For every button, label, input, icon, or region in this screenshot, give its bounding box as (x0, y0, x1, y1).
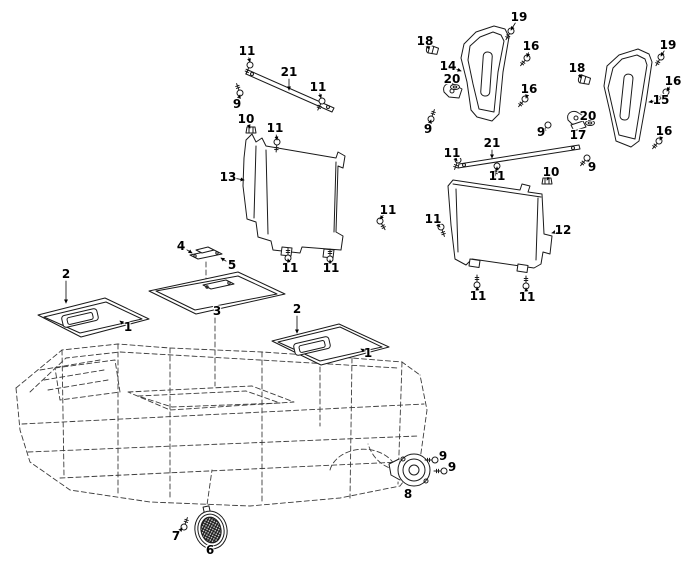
mat-part-3 (148, 271, 286, 315)
pillar-panel-15 (603, 48, 653, 148)
chassis-outline (15, 261, 428, 513)
screw-part-11 (522, 275, 530, 290)
pillar-panel-14 (460, 25, 510, 122)
side-panel-12 (447, 179, 553, 273)
screw-part-11 (491, 162, 501, 177)
housing-part-8 (388, 453, 431, 487)
screw-part-19 (652, 52, 666, 68)
floor-panel-1-right (271, 323, 390, 366)
screw-part-16 (515, 94, 530, 110)
clip-part-10 (541, 177, 553, 185)
bracket-parts-4-5 (189, 246, 223, 260)
plate-part-17 (570, 120, 587, 132)
washer-part-20 (585, 120, 595, 126)
clip-part-10 (245, 126, 257, 134)
screw-part-9 (577, 153, 592, 169)
hook-bracket-hole (573, 115, 579, 121)
screw-part-16 (649, 136, 664, 152)
washer-part-20 (450, 84, 460, 90)
grille-part-6 (194, 505, 228, 550)
screw-part-9 (426, 108, 438, 124)
screw-part-11 (473, 274, 481, 289)
floor-panel-1-left (37, 297, 150, 338)
bolt-part-18 (425, 43, 440, 56)
support-rod-21-left (245, 69, 335, 113)
screw-part-9 (233, 82, 245, 98)
leader-lines (64, 22, 671, 533)
side-panel-13 (242, 133, 346, 259)
screw-part-9 (538, 120, 553, 136)
bolt-part-18 (577, 73, 592, 86)
screw-part-11 (375, 216, 389, 232)
support-rod-21-right (457, 144, 581, 169)
screw-part-9 (433, 467, 448, 475)
screw-part-16 (517, 53, 532, 69)
screw-part-16 (656, 87, 671, 103)
